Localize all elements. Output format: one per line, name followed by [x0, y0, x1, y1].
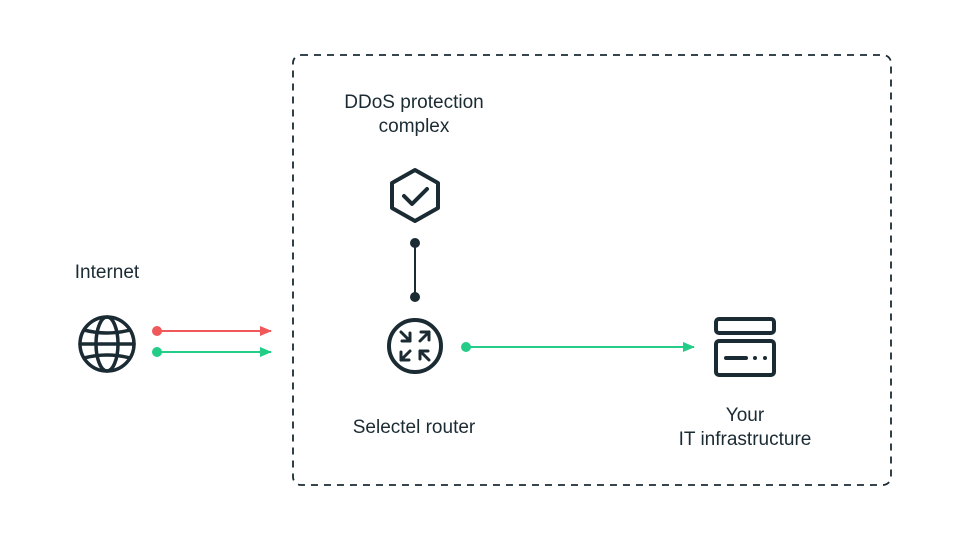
shield-check-icon	[390, 168, 440, 223]
server-icon	[714, 317, 776, 377]
clean-traffic-arrow-outgoing	[461, 342, 695, 352]
router-icon	[387, 318, 443, 374]
malicious-traffic-arrow	[152, 326, 272, 336]
ddos-router-connector	[410, 238, 420, 302]
internet-label-text: Internet	[74, 262, 140, 283]
ddos-label-line-1: DDoS protection	[344, 92, 484, 113]
internet-label: Internet	[48, 261, 166, 285]
ddos-protection-label: DDoS protection complex	[314, 91, 514, 139]
infrastructure-label: Your IT infrastructure	[645, 404, 845, 452]
protection-boundary	[292, 54, 892, 486]
ddos-label-line-2: complex	[378, 116, 450, 137]
clean-traffic-arrow-incoming	[152, 347, 272, 357]
globe-icon	[78, 315, 136, 373]
infrastructure-label-line-2: IT infrastructure	[678, 429, 812, 450]
infrastructure-label-line-1: Your	[725, 405, 765, 426]
router-label-text: Selectel router	[352, 417, 476, 438]
router-label: Selectel router	[326, 416, 502, 440]
